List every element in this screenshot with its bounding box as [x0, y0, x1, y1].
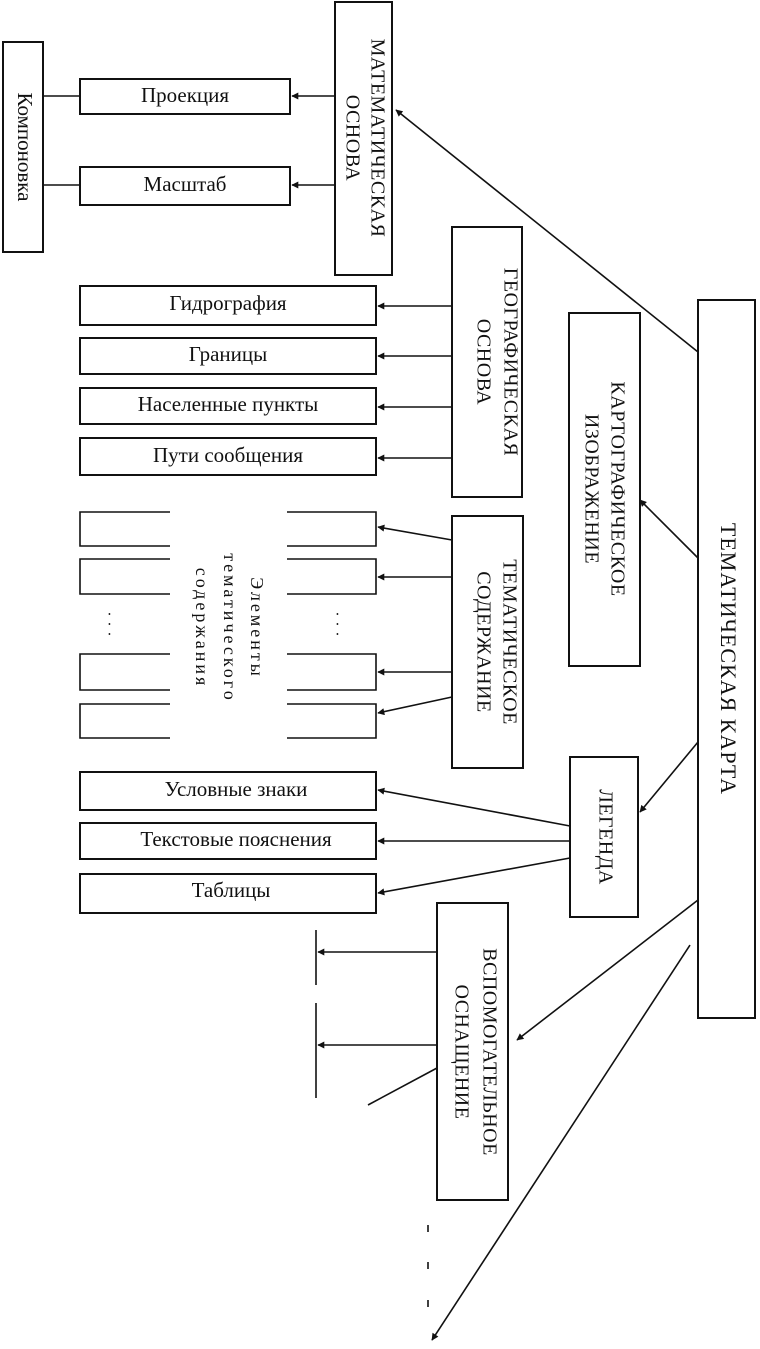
settlements-node: Населенные пункты — [79, 387, 377, 425]
geo-base-label-line2: ОСНОВА — [472, 319, 494, 405]
edge-legend-to-symbols — [377, 787, 571, 827]
thematic-label-line1: ТЕМАТИЧЕСКОЕ — [498, 559, 520, 725]
projection-label: Проекция — [141, 83, 229, 107]
thematic-elements-group: ... ... Элементы тематического содержани… — [79, 511, 377, 739]
math-base-label-line1: МАТЕМАТИЧЕСКАЯ — [366, 39, 388, 238]
geo-base-label-line1: ГЕОГРАФИЧЕСКАЯ — [499, 268, 521, 456]
thematic-label-line2: СОДЕРЖАНИЕ — [472, 571, 494, 713]
elements-label-line1: Элементы — [247, 577, 267, 679]
projection-node: Проекция — [79, 78, 291, 115]
settlements-label: Населенные пункты — [138, 392, 319, 416]
elements-label-line2: тематического — [220, 553, 240, 702]
element-box-4 — [79, 703, 377, 739]
math-base-node: МАТЕМАТИЧЕСКАЯ ОСНОВА — [334, 1, 393, 276]
edge-root-to-math-base — [395, 109, 699, 353]
legend-node: ЛЕГЕНДА — [569, 756, 639, 918]
edge-aux-tail — [367, 1067, 438, 1106]
edge-root-to-legend — [639, 741, 699, 813]
borders-label: Границы — [189, 342, 267, 366]
text-notes-label: Текстовые пояснения — [140, 827, 332, 851]
roads-node: Пути сообщения — [79, 437, 377, 476]
edge-root-to-aux — [516, 899, 699, 1041]
legend-label: ЛЕГЕНДА — [594, 789, 616, 885]
symbols-label: Условные знаки — [165, 777, 308, 801]
hydrography-label: Гидрография — [169, 291, 287, 315]
scale-label: Масштаб — [144, 172, 227, 196]
aux-label-line2: ОСНАЩЕНИЕ — [450, 985, 472, 1120]
elements-ellipsis-right: ... — [332, 612, 349, 642]
elements-label-line3: содержания — [192, 568, 212, 689]
carto-label-line1: КАРТОГРАФИЧЕСКОЕ — [606, 381, 628, 596]
carto-label-line2: ИЗОБРАЖЕНИЕ — [580, 414, 602, 564]
carto-image-node: КАРТОГРАФИЧЕСКОЕ ИЗОБРАЖЕНИЕ — [568, 312, 641, 667]
math-base-label-line2: ОСНОВА — [341, 95, 363, 181]
aux-label-line1: ВСПОМОГАТЕЛЬНОЕ — [478, 948, 500, 1156]
edge-thematic-to-element-1 — [377, 524, 453, 541]
element-box-3 — [79, 653, 377, 691]
edge-root-to-carto — [639, 499, 699, 559]
roads-label: Пути сообщения — [153, 443, 303, 467]
scale-node: Масштаб — [79, 166, 291, 206]
tables-node: Таблицы — [79, 873, 377, 914]
thematic-content-node: ТЕМАТИЧЕСКОЕ СОДЕРЖАНИЕ — [451, 515, 524, 769]
symbols-node: Условные знаки — [79, 771, 377, 811]
root-node: ТЕМАТИЧЕСКАЯ КАРТА — [697, 299, 756, 1019]
edge-legend-to-tables — [377, 857, 571, 896]
elements-ellipsis-left: ... — [104, 612, 121, 642]
hydrography-node: Гидрография — [79, 285, 377, 326]
layout-label: Компоновка — [13, 93, 37, 203]
geo-base-node: ГЕОГРАФИЧЕСКАЯ ОСНОВА — [451, 226, 523, 498]
element-box-2 — [79, 558, 377, 595]
text-notes-node: Текстовые пояснения — [79, 822, 377, 860]
layout-node: Компоновка — [2, 41, 44, 253]
borders-node: Границы — [79, 337, 377, 375]
element-box-1 — [79, 511, 377, 547]
edge-root-to-offpage — [431, 944, 691, 1341]
edge-thematic-to-element-4 — [377, 696, 453, 716]
aux-equipment-node: ВСПОМОГАТЕЛЬНОЕ ОСНАЩЕНИЕ — [436, 902, 509, 1201]
root-label: ТЕМАТИЧЕСКАЯ КАРТА — [716, 523, 741, 795]
tables-label: Таблицы — [192, 878, 271, 902]
